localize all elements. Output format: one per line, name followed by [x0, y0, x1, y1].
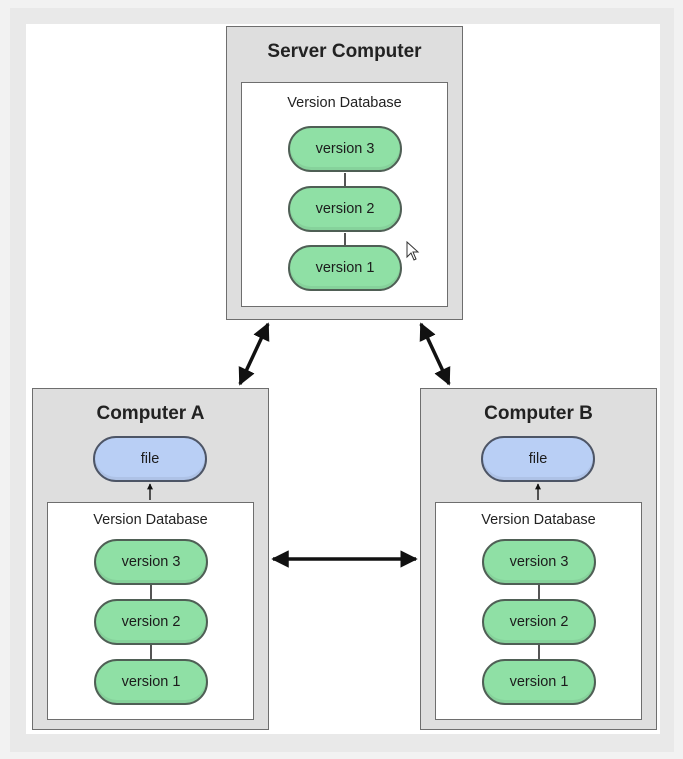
- computer-b-version-2: version 2: [482, 599, 596, 645]
- computer-b-version-3: version 3: [482, 539, 596, 585]
- computer-a-title: Computer A: [96, 403, 205, 424]
- server-version-database: Version Database version 3 version 2 ver…: [241, 82, 448, 307]
- computer-b-title: Computer B: [484, 403, 593, 424]
- computer-a-version-3: version 3: [94, 539, 208, 585]
- computer-b-version-database: Version Database version 3 version 2 ver…: [435, 502, 642, 720]
- computer-a-file: file: [93, 436, 207, 482]
- server-version-3: version 3: [288, 126, 402, 172]
- server-version-link: [344, 233, 346, 247]
- server-computer-title: Server Computer: [267, 41, 422, 62]
- server-computer-box: Server Computer Version Database version…: [226, 26, 463, 320]
- server-version-1: version 1: [288, 245, 402, 291]
- computer-a-version-1: version 1: [94, 659, 208, 705]
- computer-a-version-link: [150, 585, 152, 601]
- mouse-cursor-icon: [406, 241, 420, 261]
- server-version-link: [344, 173, 346, 187]
- computer-b-version-1: version 1: [482, 659, 596, 705]
- computer-a-version-database: Version Database version 3 version 2 ver…: [47, 502, 254, 720]
- computer-a-box: Computer A file Version Database version…: [32, 388, 269, 730]
- computer-b-file: file: [481, 436, 595, 482]
- computer-b-version-link: [538, 585, 540, 601]
- computer-a-version-link: [150, 645, 152, 661]
- computer-b-version-link: [538, 645, 540, 661]
- server-db-label: Version Database: [287, 95, 402, 111]
- server-version-2: version 2: [288, 186, 402, 232]
- computer-b-db-label: Version Database: [481, 512, 596, 528]
- computer-a-version-2: version 2: [94, 599, 208, 645]
- computer-b-box: Computer B file Version Database version…: [420, 388, 657, 730]
- computer-a-db-label: Version Database: [93, 512, 208, 528]
